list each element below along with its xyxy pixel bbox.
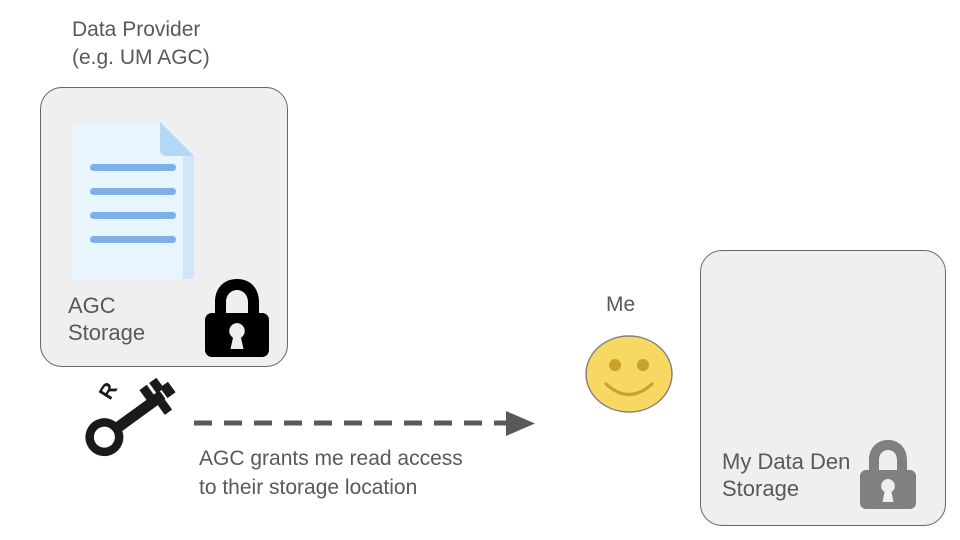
padlock-icon [858,438,918,511]
key-icon: R [78,371,188,463]
padlock-icon [203,277,271,359]
provider-box-label: AGC Storage [68,293,146,345]
me-label: Me [606,293,636,316]
grant-access-caption: AGC grants me read access to their stora… [199,447,463,499]
grant-access-arrow [188,408,540,440]
my-box-label: My Data Den Storage [722,449,851,501]
key-letter-label: R [95,379,123,404]
smiley-face-icon [584,334,674,414]
provider-caption: Data Provider (e.g. UM AGC) [72,18,210,69]
document-icon [70,118,198,281]
